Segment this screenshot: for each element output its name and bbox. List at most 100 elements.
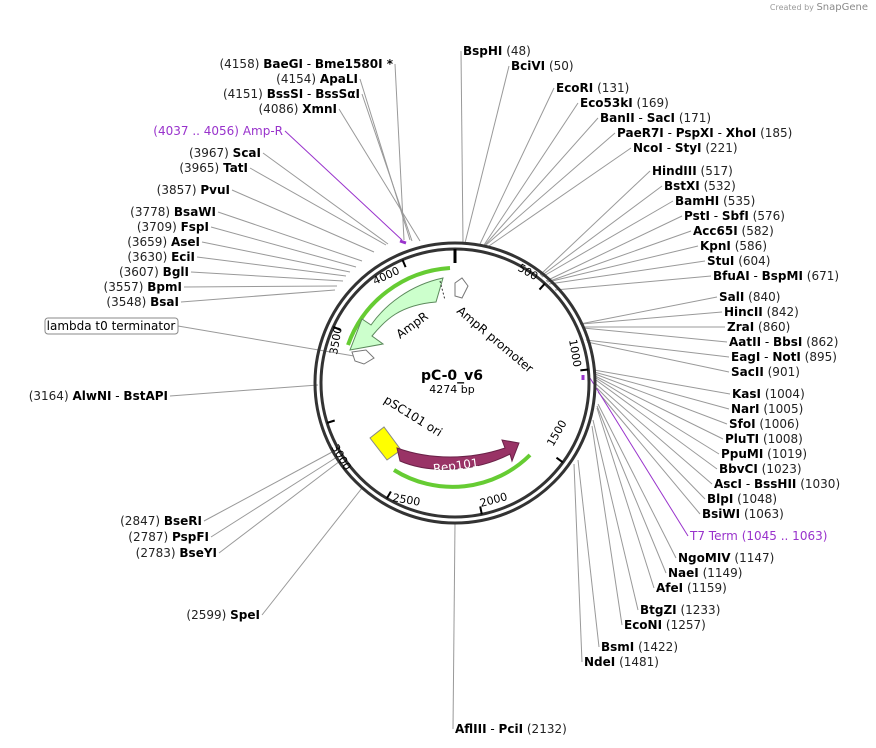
enzyme-name: StyI [675,141,702,155]
site-label-bsiwi[interactable]: BsiWI (1063) [702,507,784,521]
enzyme-name: AscI [714,477,742,491]
site-label-pspfi[interactable]: (2787) PspFI [128,530,209,544]
site-label-aatii[interactable]: AatII - BbsI (862) [729,335,838,349]
site-label-t7term[interactable]: T7 Term (1045 .. 1063) [689,529,827,543]
site-label-blpi[interactable]: BlpI (1048) [707,492,777,506]
site-label-fspi[interactable]: (3709) FspI [137,220,209,234]
site-label-bgli[interactable]: (3607) BglI [119,265,189,279]
site-label-hindiii[interactable]: HindIII (517) [652,164,733,178]
enzyme-name: Bme1580I [315,57,383,71]
site-label-banii[interactable]: BanII - SacI (171) [600,111,711,125]
site-label-asci[interactable]: AscI - BssHII (1030) [714,477,840,491]
enzyme-name: NdeI [584,655,615,669]
site-label-bsmi[interactable]: BsmI (1422) [601,640,678,654]
site-position: (3778) [130,205,170,219]
site-label-psti[interactable]: PstI - SbfI (576) [684,209,785,223]
site-label-xmni[interactable]: (4086) XmnI [259,102,338,116]
site-label-zrai[interactable]: ZraI (860) [727,320,790,334]
site-label-alwni[interactable]: (3164) AlwNI - BstAPI [29,389,168,403]
site-label-bstxi[interactable]: BstXI (532) [664,179,736,193]
site-label-pvui[interactable]: (3857) PvuI [157,183,230,197]
site-label-apali[interactable]: (4154) ApaLI [276,72,358,86]
site-label-bamhi[interactable]: BamHI (535) [675,194,755,208]
site-label-text: BspHI (48) [463,44,531,58]
site-label-sfoi[interactable]: SfoI (1006) [729,417,799,431]
site-position: (2783) [136,546,176,560]
enzyme-separator: - [664,126,676,140]
ruler-label-3500: 3500 [327,326,345,356]
site-label-bcivi[interactable]: BciVI (50) [511,59,574,73]
site-label-bsssi[interactable]: (4151) BssSI - BssSαI [223,87,360,101]
leader-line-aatii [582,327,728,343]
site-label-btgzi[interactable]: BtgZI (1233) [640,603,720,617]
site-label-asei[interactable]: (3659) AseI [127,235,200,249]
site-label-acc65i[interactable]: Acc65I (582) [693,224,774,238]
enzyme-name: SfoI [729,417,756,431]
site-label-spei[interactable]: (2599) SpeI [186,608,260,622]
site-position: (3709) [137,220,177,234]
site-label-bpmi[interactable]: (3557) BpmI [104,280,182,294]
site-label-text: KasI (1004) [732,387,805,401]
site-label-text: PluTI (1008) [725,432,803,446]
site-label-eagi[interactable]: EagI - NotI (895) [731,350,837,364]
enzyme-separator: - [742,477,754,491]
site-label-ngomiv[interactable]: NgoMIV (1147) [678,551,774,565]
site-label-ecori[interactable]: EcoRI (131) [556,81,629,95]
leader-line-banii [484,117,599,246]
leader-line-sali [579,296,718,325]
site-label-stui[interactable]: StuI (604) [707,254,771,268]
site-label-afei[interactable]: AfeI (1159) [656,581,727,595]
site-position: (576) [753,209,785,223]
site-label-bfuai[interactable]: BfuAI - BspMI (671) [713,269,839,283]
site-label-hincii[interactable]: HincII (842) [724,305,799,319]
site-label-econi[interactable]: EcoNI (1257) [624,618,706,632]
leader-line-bsiwi [597,391,701,515]
site-label-bbvci[interactable]: BbvCI (1023) [719,462,802,476]
leader-line-bfuai [554,275,712,291]
site-label-bsphi[interactable]: BspHI (48) [463,44,531,58]
site-label-scai[interactable]: (3967) ScaI [189,146,261,160]
leader-line-sfoi [594,373,728,425]
site-label-bseyi[interactable]: (2783) BseYI [136,546,217,560]
site-label-eco53ki[interactable]: Eco53kI (169) [580,96,669,110]
site-label-ampr-feat[interactable]: (4037 .. 4056) Amp-R [153,124,283,138]
enzyme-name: AflIII [455,722,487,736]
site-label-kasi[interactable]: KasI (1004) [732,387,805,401]
site-label-paer7i[interactable]: PaeR7I - PspXI - XhoI (185) [617,126,792,140]
site-label-bseri[interactable]: (2847) BseRI [120,514,202,528]
enzyme-name: BaeGI [263,57,303,71]
leader-line-bsphi [460,50,464,244]
site-label-ndei[interactable]: NdeI (1481) [584,655,659,669]
feature-label-psc101-ori: pSC101 ori [381,393,444,440]
site-label-ppumi[interactable]: PpuMI (1019) [721,447,807,461]
site-label-text: (2599) SpeI [186,608,260,622]
rep101-arrow [396,439,520,470]
enzyme-name: SbfI [722,209,749,223]
site-label-ncoi[interactable]: NcoI - StyI (221) [633,141,738,155]
enzyme-name: NaeI [668,566,699,580]
site-label-text: AfeI (1159) [656,581,727,595]
site-label-nari[interactable]: NarI (1005) [731,402,803,416]
site-label-text: (3607) BglI [119,265,189,279]
site-label-sali[interactable]: SalI (840) [719,290,780,304]
site-label-baegi[interactable]: (4158) BaeGI - Bme1580I * [219,57,393,71]
site-label-tati[interactable]: (3965) TatI [179,161,248,175]
site-label-text: BtgZI (1233) [640,603,720,617]
site-position: (842) [767,305,799,319]
site-label-pluti[interactable]: PluTI (1008) [725,432,803,446]
site-label-afliii[interactable]: AflIII - PciI (2132) [455,722,567,736]
site-position: (1030) [800,477,840,491]
site-label-ecii[interactable]: (3630) EciI [127,250,195,264]
leader-line-scai [262,152,389,245]
site-label-kpni[interactable]: KpnI (586) [700,239,767,253]
site-position: (3965) [179,161,219,175]
leader-line-asci [595,383,713,485]
site-label-bsai[interactable]: (3548) BsaI [106,295,179,309]
site-label-sacii[interactable]: SacII (901) [731,365,800,379]
site-label-naei[interactable]: NaeI (1149) [668,566,742,580]
site-label-bsawi[interactable]: (3778) BsaWI [130,205,216,219]
site-label-text: AflIII - PciI (2132) [455,722,567,736]
leader-line-sacii [586,341,730,373]
leader-line-eco53ki [483,102,579,246]
